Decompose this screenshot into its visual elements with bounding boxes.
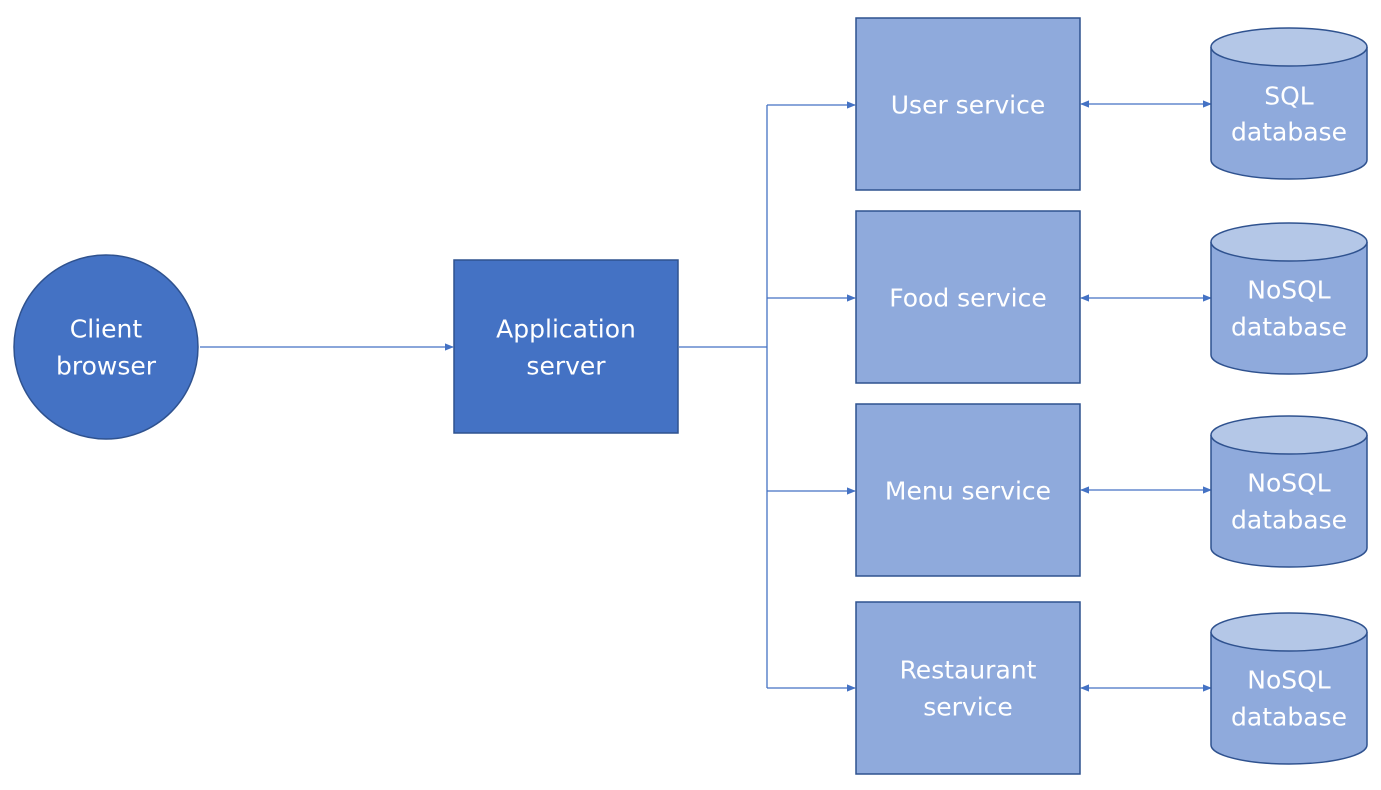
client-browser-node: Client browser [13, 254, 199, 440]
nosql-database-3-cylinder-top [1210, 612, 1368, 652]
restaurant-service-label-line-1: Restaurant [900, 656, 1037, 685]
restaurant-service-box [855, 601, 1081, 775]
sql-database-cylinder-top [1210, 27, 1368, 67]
db-1-label-line-2: database [1231, 118, 1347, 147]
app-server-label-line-1: Application [496, 315, 636, 344]
db-4-label-line-2: database [1231, 703, 1347, 732]
menu-service-node: Menu service [855, 403, 1081, 577]
db-3-label-line-1: NoSQL [1247, 469, 1331, 498]
nosql-database-node-3: NoSQL database [1210, 612, 1368, 765]
app-server-label-line-2: server [526, 352, 606, 381]
connectors [200, 100, 1212, 692]
db-4-label-line-1: NoSQL [1247, 666, 1331, 695]
db-2-label-line-2: database [1231, 313, 1347, 342]
food-service-box [855, 210, 1081, 384]
db-2-label-line-1: NoSQL [1247, 276, 1331, 305]
nosql-database-3-cylinder-body [1210, 632, 1368, 765]
sql-database-cylinder-body [1210, 47, 1368, 180]
nosql-database-node-1: NoSQL database [1210, 222, 1368, 375]
restaurant-service-label-line-2: service [923, 693, 1013, 722]
nosql-database-2-cylinder-body [1210, 435, 1368, 568]
db-3-label-line-2: database [1231, 506, 1347, 535]
user-service-box [855, 17, 1081, 191]
nosql-database-1-cylinder-body [1210, 242, 1368, 375]
client-label-line-1: Client [70, 315, 143, 344]
application-server-node: Application server [453, 259, 679, 434]
user-service-node: User service [855, 17, 1081, 191]
food-service-node: Food service [855, 210, 1081, 384]
nosql-database-2-cylinder-top [1210, 415, 1368, 455]
client-label-line-2: browser [56, 352, 157, 381]
nosql-database-1-cylinder-top [1210, 222, 1368, 262]
restaurant-service-node: Restaurant service [855, 601, 1081, 775]
sql-database-node: SQL database [1210, 27, 1368, 180]
user-service-label: User service [891, 91, 1045, 120]
client-browser-circle [13, 254, 199, 440]
db-1-label-line-1: SQL [1264, 82, 1314, 111]
menu-service-box [855, 403, 1081, 577]
nosql-database-node-2: NoSQL database [1210, 415, 1368, 568]
menu-service-label: Menu service [885, 477, 1051, 506]
application-server-box [453, 259, 679, 434]
food-service-label: Food service [889, 284, 1046, 313]
